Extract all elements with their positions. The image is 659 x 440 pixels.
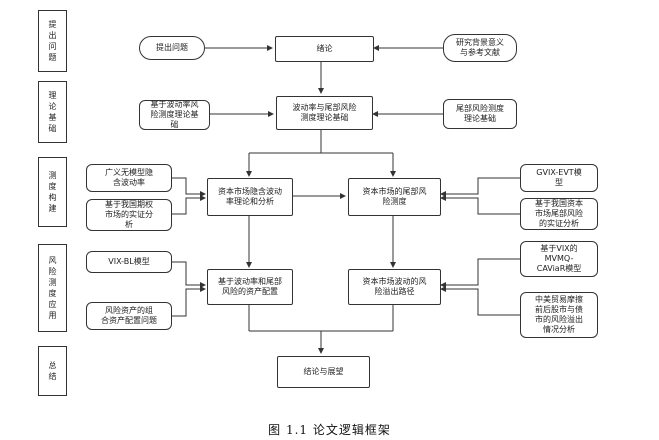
node-mixed-vol: 资本市场隐含波动 率理论和分析: [207, 178, 293, 216]
node-spillover: 资本市场波动的风 险溢出路径: [348, 269, 441, 305]
stage-label-theory: 理 论 基 础: [38, 81, 67, 143]
arrow-trade-war-to-spillover: [440, 286, 520, 316]
node-conclusion: 结论与展望: [277, 356, 370, 388]
node-portfolio-problem: 风险资产的组 合资产配置问题: [86, 302, 172, 330]
stage-label-application: 风 险 测 度 应 用: [38, 244, 67, 332]
node-background: 研究背景意义 与参考文献: [443, 34, 517, 62]
stage-label-measure: 测 度 构 建: [38, 157, 67, 227]
stage-label-summary: 总 结: [38, 346, 67, 396]
stage-label-propose: 提 出 问 题: [38, 10, 67, 72]
node-tail-risk: 资本市场的尾部风 险测度: [348, 178, 441, 216]
arrow-vix-bl-to-allocation: [172, 261, 206, 288]
node-theory-right: 尾部风险测度 理论基础: [443, 99, 517, 129]
node-cn-tail-empirical: 基于我国资本 市场尾部风险 的实证分析: [520, 198, 598, 230]
arrow-mvmq-to-spillover: [440, 258, 520, 288]
node-gvix-evt: GVIX-EVT模 型: [520, 164, 598, 192]
node-vix-bl: VIX-BL模型: [86, 251, 172, 273]
figure-caption: 图 1.1 论文逻辑框架: [268, 423, 391, 437]
arrow-gen-no-model-to-mixed-vol: [172, 177, 206, 197]
node-options-empirical: 基于我国期权 市场的实证分 析: [86, 199, 172, 231]
node-intro: 绪论: [275, 36, 374, 62]
node-theory-left: 基于波动率风 险测度理论基 础: [139, 100, 210, 130]
arrow-portfolio-to-allocation: [172, 286, 206, 317]
node-gen-no-model: 广义无模型隐 含波动率: [86, 164, 172, 192]
node-trade-war: 中美贸易摩擦 前后股市与债 市的风险溢出 情况分析: [520, 292, 598, 338]
arrow-options-to-mixed-vol: [172, 195, 206, 215]
arrow-cn-tail-to-tail-risk: [440, 195, 520, 215]
node-theory-main: 波动率与尾部风险 测度理论基础: [276, 96, 373, 130]
node-mvmq: 基于VIX的 MVMQ- CAViaR模型: [520, 241, 598, 277]
node-propose: 提出问题: [139, 36, 205, 60]
arrow-gvix-to-tail-risk: [440, 177, 520, 197]
node-allocation: 基于波动率和尾部 风险的资产配置: [207, 269, 293, 305]
